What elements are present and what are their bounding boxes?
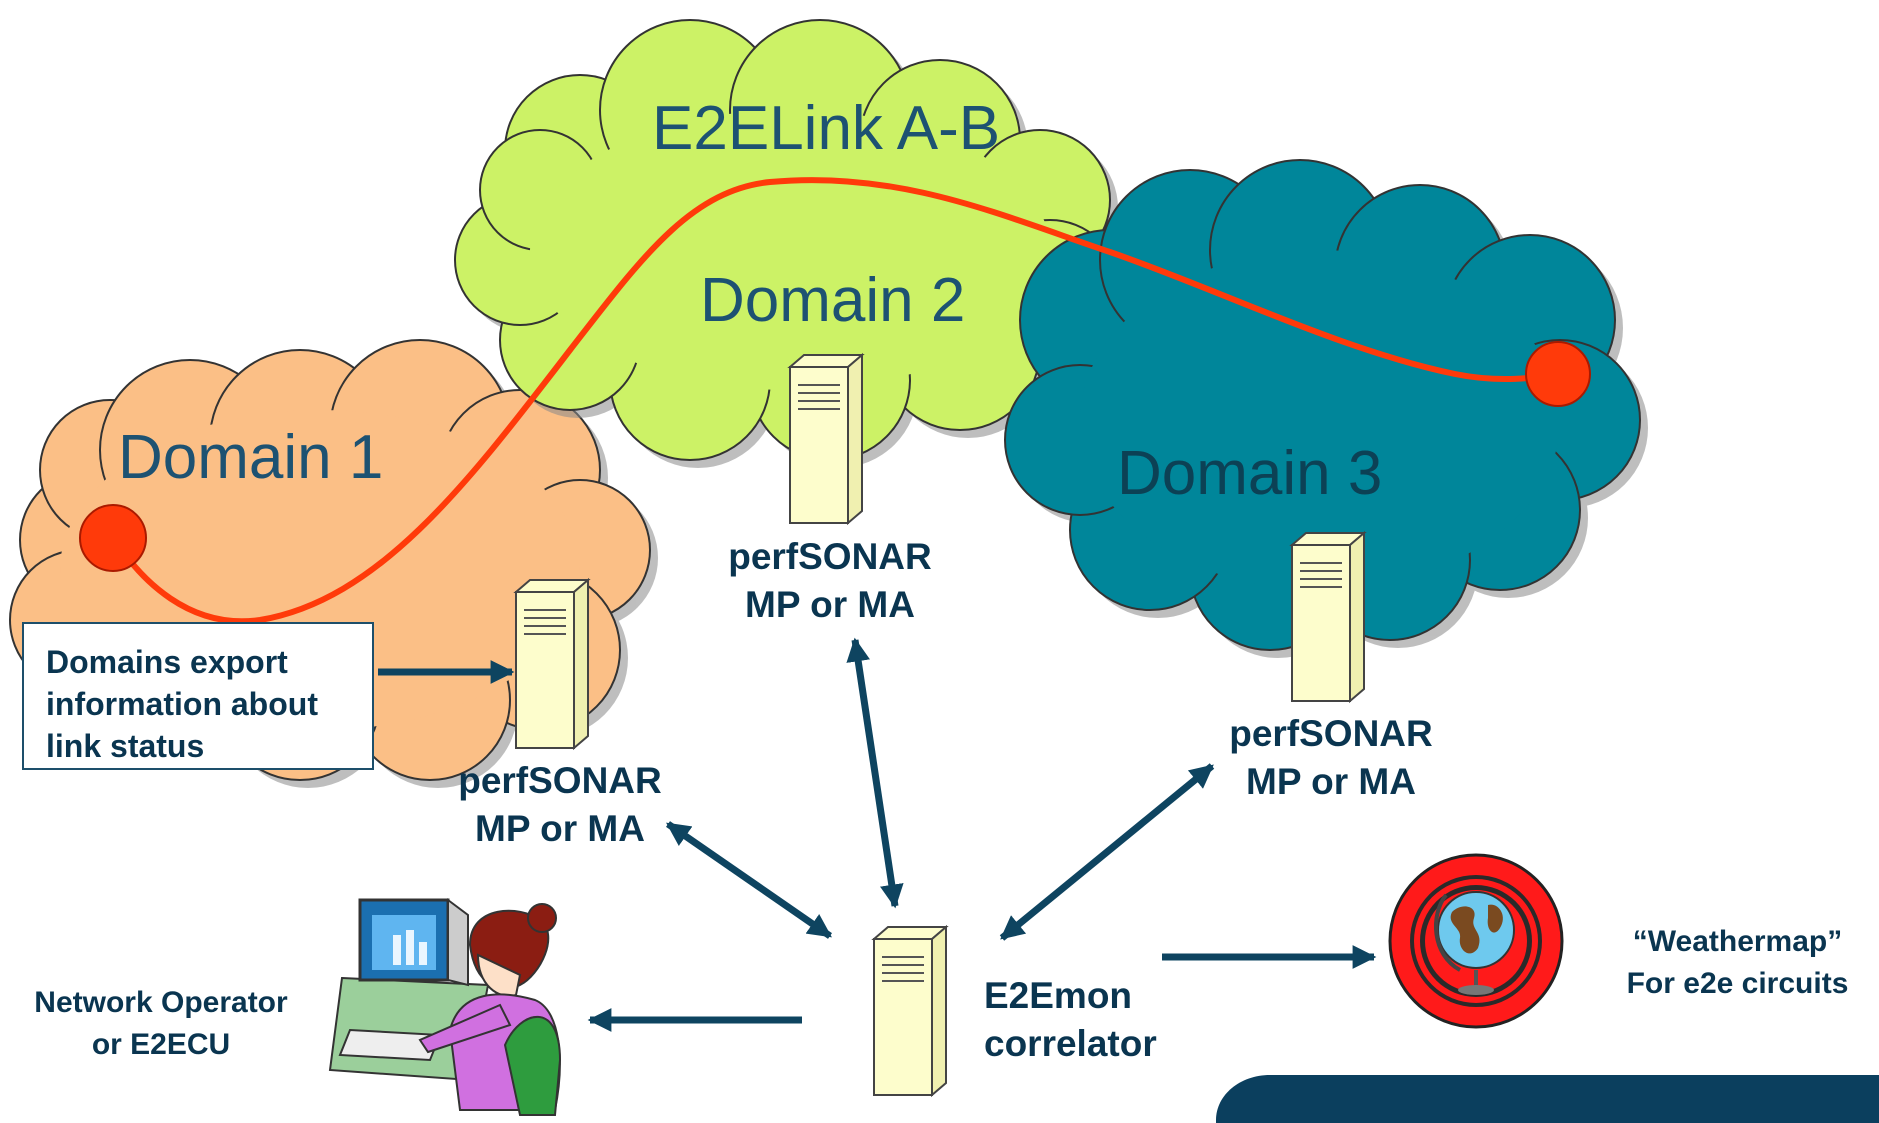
callout-line1: Domains export	[46, 644, 288, 680]
domain1-server-line2: MP or MA	[475, 808, 645, 849]
weathermap-label: “Weathermap” For e2e circuits	[1596, 921, 1879, 1005]
domain2-server-line1: perfSONAR	[728, 536, 932, 577]
weathermap-line1: “Weathermap”	[1632, 925, 1843, 958]
domain3-label: Domain 3	[1117, 439, 1383, 508]
arrow-domain3-correlator	[999, 763, 1215, 941]
operator-computer-icon	[328, 898, 562, 1116]
correlator-line1: E2Emon	[984, 975, 1133, 1016]
domain1-server-line1: perfSONAR	[458, 760, 662, 801]
domain1-label: Domain 1	[118, 423, 384, 492]
domain1-server-label: perfSONAR MP or MA	[430, 757, 690, 853]
endpoint-a	[79, 504, 147, 572]
domain2-server-line2: MP or MA	[745, 584, 915, 625]
operator-label: Network Operator or E2ECU	[0, 982, 322, 1066]
domain1-server-icon	[515, 579, 589, 749]
arrow-domain1-correlator	[666, 821, 832, 939]
callout-line3: link status	[46, 728, 205, 764]
domain3-cloud	[1004, 159, 1648, 658]
endpoint-b	[1525, 341, 1591, 407]
operator-line2: or E2ECU	[91, 1028, 231, 1061]
domain3-server-line2: MP or MA	[1246, 761, 1416, 802]
correlator-server-icon	[873, 926, 947, 1096]
correlator-label: E2Emon correlator	[984, 972, 1157, 1068]
operator-line1: Network Operator	[34, 986, 288, 1019]
weathermap-globe-icon	[1388, 853, 1564, 1029]
e2elink-label: E2ELink A-B	[652, 94, 1001, 163]
footer-bar	[1216, 1075, 1879, 1123]
domain3-server-icon	[1291, 532, 1365, 702]
domain3-server-line1: perfSONAR	[1229, 713, 1433, 754]
e2e-link-path	[111, 177, 1561, 625]
domain3-server-label: perfSONAR MP or MA	[1201, 710, 1461, 806]
domain2-server-icon	[789, 354, 863, 524]
domain2-label: Domain 2	[700, 266, 966, 335]
weathermap-line2: For e2e circuits	[1626, 967, 1849, 1000]
domain2-server-label: perfSONAR MP or MA	[700, 533, 960, 629]
callout-line2: information about	[46, 686, 318, 722]
callout-box: Domains export information about link st…	[22, 622, 374, 770]
correlator-line2: correlator	[984, 1023, 1157, 1064]
arrow-domain2-correlator	[846, 637, 904, 909]
